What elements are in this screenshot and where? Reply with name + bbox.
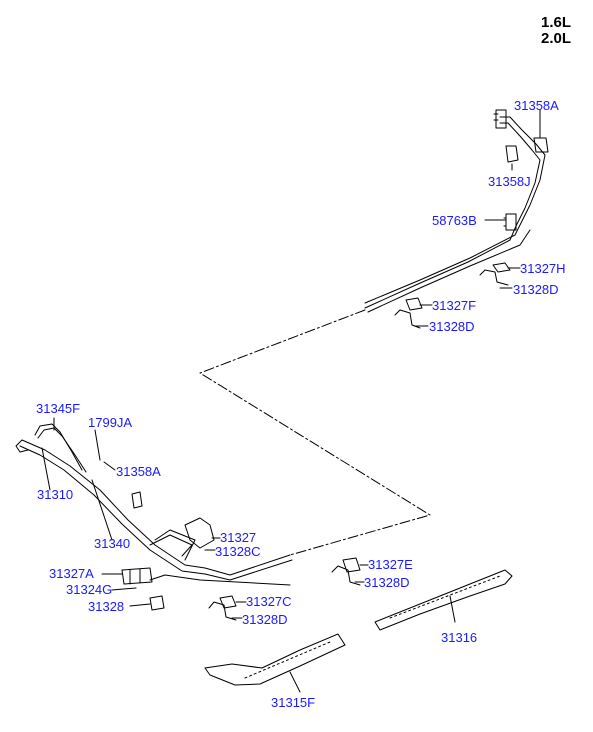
bracket-31327A xyxy=(121,567,153,585)
part-label-31315F[interactable]: 31315F xyxy=(271,695,316,710)
part-label-58763B[interactable]: 58763B xyxy=(432,213,477,228)
part-label-31328[interactable]: 31328 xyxy=(88,599,125,614)
part-label-31328D-upper[interactable]: 31328D xyxy=(513,282,559,297)
part-label-31358A-lower[interactable]: 31358A xyxy=(116,464,161,479)
part-label-31324G[interactable]: 31324G xyxy=(66,582,113,597)
part-label-31358J[interactable]: 31358J xyxy=(488,174,531,189)
leader-lines xyxy=(41,109,541,693)
engine-variant-1: 1.6L xyxy=(540,14,571,31)
part-label-31328D-lower-left[interactable]: 31328D xyxy=(242,612,288,627)
upper-pipe-assembly xyxy=(364,109,549,313)
part-label-31328D-mid[interactable]: 31328D xyxy=(429,319,475,334)
bracket-31328 xyxy=(149,595,165,611)
part-label-31358A[interactable]: 31358A xyxy=(514,98,559,113)
part-label-1799JA[interactable]: 1799JA xyxy=(88,415,133,430)
rail-31316 xyxy=(374,569,513,631)
bracket-31327 xyxy=(184,517,215,549)
part-label-31327[interactable]: 31327 xyxy=(220,530,257,545)
bracket-31327C xyxy=(208,595,237,621)
part-label-31327C[interactable]: 31327C xyxy=(246,594,292,609)
bracket-31327E xyxy=(331,557,361,586)
bracket-31327H xyxy=(479,262,511,286)
part-label-31328D-lower-right[interactable]: 31328D xyxy=(364,575,410,590)
clip-31358A-lower xyxy=(131,491,143,509)
part-label-31310[interactable]: 31310 xyxy=(37,487,74,502)
part-label-31340[interactable]: 31340 xyxy=(94,536,131,551)
part-label-31327H[interactable]: 31327H xyxy=(520,261,566,276)
rail-31315F xyxy=(204,633,346,686)
part-label-31327F[interactable]: 31327F xyxy=(432,298,477,313)
part-label-31345F[interactable]: 31345F xyxy=(36,401,81,416)
lower-pipe-assembly xyxy=(15,423,293,586)
bracket-31327F xyxy=(394,297,423,329)
connector-31358J xyxy=(505,145,519,163)
part-label-31327A[interactable]: 31327A xyxy=(49,566,94,581)
routing-centerline xyxy=(199,309,431,556)
part-label-31316[interactable]: 31316 xyxy=(441,630,478,645)
part-label-31328C[interactable]: 31328C xyxy=(215,544,261,559)
part-label-31327E[interactable]: 31327E xyxy=(368,557,413,572)
engine-variant-2: 2.0L xyxy=(540,30,571,47)
